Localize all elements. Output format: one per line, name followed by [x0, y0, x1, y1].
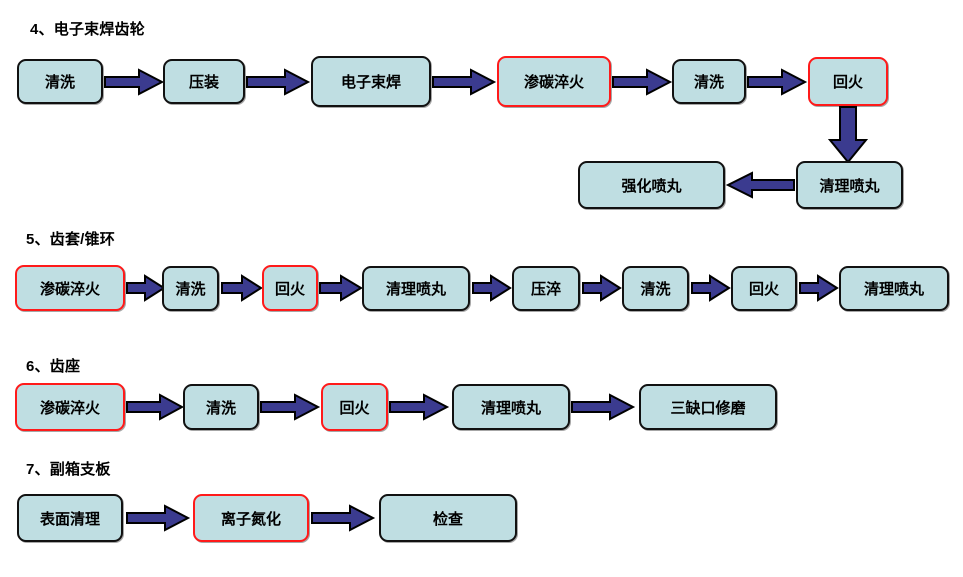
process-node-qinglipenwan-5-4[interactable]: 清理喷丸	[362, 266, 470, 311]
arrow-right-5-4	[472, 274, 512, 302]
arrow-right-5-2	[221, 274, 263, 302]
arrow-right-4-2	[246, 68, 311, 96]
arrow-right-5-1	[126, 274, 166, 302]
section-title-5: 5、齿套/锥环	[26, 231, 115, 248]
arrow-down-4-1	[827, 106, 869, 164]
section-title-7: 7、副箱支板	[26, 461, 111, 478]
section-title-6: 6、齿座	[26, 358, 81, 375]
process-node-yacui-5-5[interactable]: 压淬	[512, 266, 580, 311]
arrow-right-4-4	[612, 68, 673, 96]
process-node-jiancha-7-3[interactable]: 检查	[379, 494, 517, 542]
arrow-right-6-2	[260, 393, 321, 421]
arrow-right-4-5	[747, 68, 808, 96]
process-node-huihuo-4-6[interactable]: 回火	[808, 57, 888, 106]
process-node-qingxi-4-1[interactable]: 清洗	[17, 59, 103, 104]
arrow-right-5-7	[799, 274, 839, 302]
arrow-right-5-3	[319, 274, 363, 302]
process-node-qinglipenwan-4-7[interactable]: 清理喷丸	[796, 161, 903, 209]
process-node-biaomianqingli-7-1[interactable]: 表面清理	[17, 494, 123, 542]
process-node-qingxi-5-6[interactable]: 清洗	[622, 266, 689, 311]
arrow-right-5-6	[691, 274, 731, 302]
process-node-shentancuihuo-5-1[interactable]: 渗碳淬火	[15, 265, 125, 311]
arrow-right-7-2	[311, 504, 376, 532]
process-node-shentancuihuo-4-4[interactable]: 渗碳淬火	[497, 56, 611, 107]
arrow-right-6-1	[126, 393, 185, 421]
process-node-qinglipenwan-5-8[interactable]: 清理喷丸	[839, 266, 949, 311]
process-node-qingxi-6-2[interactable]: 清洗	[183, 384, 259, 430]
process-node-huihuo-6-3[interactable]: 回火	[321, 383, 388, 431]
process-node-shentancuihuo-6-1[interactable]: 渗碳淬火	[15, 383, 125, 431]
process-node-qingxi-5-2[interactable]: 清洗	[162, 266, 219, 311]
process-node-qingxi-4-5[interactable]: 清洗	[672, 59, 746, 104]
process-node-sanquekouxiumo-6-5[interactable]: 三缺口修磨	[639, 384, 777, 430]
process-node-huihuo-5-7[interactable]: 回火	[731, 266, 797, 311]
arrow-right-6-4	[571, 393, 636, 421]
process-node-liziandanhua-7-2[interactable]: 离子氮化	[193, 494, 309, 542]
process-node-qianghuapenwan-4-8[interactable]: 强化喷丸	[578, 161, 725, 209]
process-node-huihuo-5-3[interactable]: 回火	[262, 265, 318, 311]
arrow-right-4-1	[104, 68, 165, 96]
section-title-4: 4、电子束焊齿轮	[30, 21, 145, 38]
arrow-right-4-3	[432, 68, 497, 96]
process-node-dianzishuhan-4-3[interactable]: 电子束焊	[311, 56, 431, 107]
arrow-right-7-1	[126, 504, 191, 532]
arrow-right-6-3	[389, 393, 450, 421]
arrow-right-5-5	[582, 274, 622, 302]
process-node-qinglipenwan-6-4[interactable]: 清理喷丸	[452, 384, 570, 430]
arrow-left-4-1	[725, 171, 795, 199]
process-node-yazhuang-4-2[interactable]: 压装	[163, 59, 245, 104]
